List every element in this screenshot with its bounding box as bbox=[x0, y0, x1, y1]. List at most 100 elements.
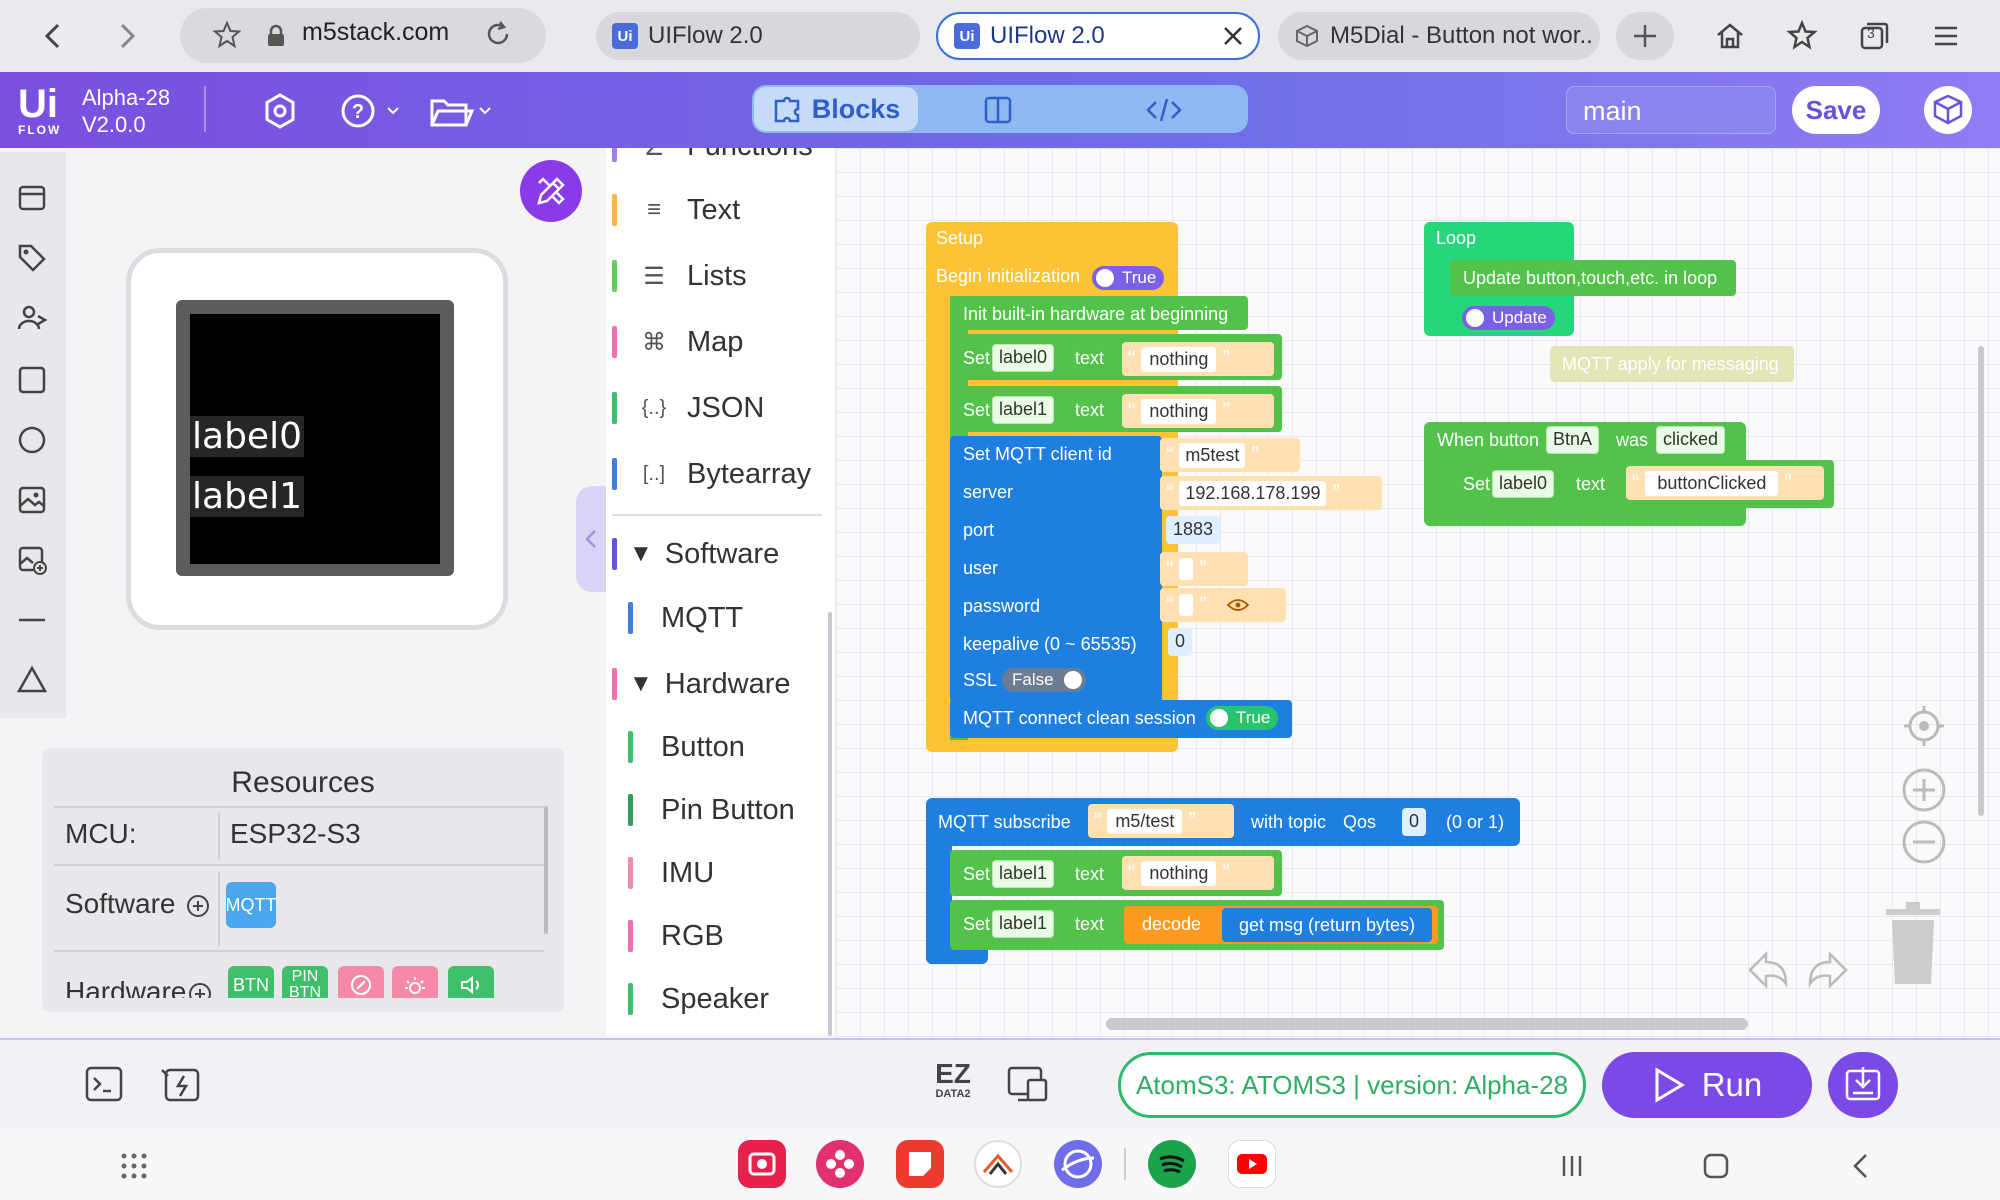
settings-icon[interactable] bbox=[256, 88, 304, 134]
category-scrollbar[interactable] bbox=[828, 612, 832, 1036]
browser-tab-1[interactable]: Ui UIFlow 2.0 bbox=[596, 12, 920, 60]
split-view-icon[interactable] bbox=[972, 90, 1024, 130]
button-clicked-string[interactable]: “buttonClicked” bbox=[1626, 466, 1824, 500]
string-value[interactable]: m5/test bbox=[1107, 808, 1183, 834]
new-tab-button[interactable] bbox=[1616, 12, 1674, 60]
blocks-view-button[interactable]: Blocks bbox=[754, 87, 918, 131]
category-pin-button[interactable]: Pin Button bbox=[628, 790, 795, 830]
ez-data-icon[interactable]: EZ DATA2 bbox=[930, 1060, 976, 1104]
empty-string-field[interactable] bbox=[1179, 594, 1194, 616]
string-value[interactable]: nothing bbox=[1141, 398, 1217, 424]
add-software-icon[interactable] bbox=[186, 894, 210, 918]
screen-label1[interactable]: label1 bbox=[190, 476, 304, 517]
screen-icon[interactable] bbox=[8, 176, 56, 220]
back-nav-icon[interactable] bbox=[1846, 1150, 1878, 1182]
spotify-app-icon[interactable] bbox=[1148, 1140, 1196, 1188]
workspace-horizontal-scrollbar[interactable] bbox=[1106, 1018, 1748, 1030]
camera-app-icon[interactable] bbox=[738, 1140, 786, 1188]
speaker-resource-chip[interactable] bbox=[448, 966, 494, 998]
recent-apps-icon[interactable] bbox=[1556, 1150, 1588, 1182]
bookmarks-icon[interactable] bbox=[1774, 8, 1830, 64]
device-status-pill[interactable]: AtomS3: ATOMS3 | version: Alpha-28 bbox=[1118, 1052, 1586, 1118]
youtube-app-icon[interactable] bbox=[1228, 1140, 1276, 1188]
category-rgb[interactable]: RGB bbox=[628, 916, 724, 956]
notes-app-icon[interactable] bbox=[896, 1140, 944, 1188]
mqtt-client-block[interactable] bbox=[950, 436, 1162, 702]
action-dropdown[interactable]: clicked bbox=[1656, 426, 1726, 454]
pin-btn-resource-chip[interactable]: PIN BTN bbox=[282, 966, 328, 998]
nothing-string-block[interactable]: “nothing” bbox=[1122, 394, 1274, 428]
category-imu[interactable]: IMU bbox=[628, 853, 714, 893]
init-hardware-block[interactable] bbox=[950, 296, 1248, 330]
help-icon[interactable]: ? bbox=[336, 88, 406, 134]
category-button[interactable]: Button bbox=[628, 727, 745, 767]
trash-icon[interactable] bbox=[1880, 900, 1946, 986]
home-icon[interactable] bbox=[1702, 8, 1758, 64]
label1-dropdown[interactable]: label1 bbox=[992, 910, 1055, 938]
rectangle-icon[interactable] bbox=[8, 358, 56, 402]
folder-icon[interactable] bbox=[428, 88, 498, 134]
string-value[interactable]: buttonClicked bbox=[1645, 470, 1779, 496]
project-name-field[interactable]: main bbox=[1566, 86, 1776, 134]
address-bar[interactable] bbox=[180, 8, 546, 63]
comment-block[interactable]: MQTT apply for messaging bbox=[1550, 346, 1794, 382]
resources-scrollbar[interactable] bbox=[544, 806, 548, 934]
rgb-resource-chip[interactable] bbox=[392, 966, 438, 998]
clean-session-toggle[interactable]: True bbox=[1206, 706, 1279, 730]
forward-icon[interactable] bbox=[98, 8, 154, 64]
ui-edit-button[interactable] bbox=[520, 160, 582, 222]
label1-dropdown[interactable]: label1 bbox=[992, 860, 1055, 888]
home-assistant-app-icon[interactable] bbox=[974, 1140, 1022, 1188]
save-button[interactable]: Save bbox=[1792, 86, 1880, 134]
category-software[interactable]: ▼ Software bbox=[612, 534, 779, 574]
user-string[interactable]: “” bbox=[1160, 552, 1248, 586]
category-json[interactable]: {..} JSON bbox=[612, 388, 764, 428]
screen-label0[interactable]: label0 bbox=[190, 416, 304, 457]
category-bytearray[interactable]: [..] Bytearray bbox=[612, 454, 811, 494]
ssl-toggle[interactable]: False bbox=[1002, 668, 1086, 692]
imu-resource-chip[interactable] bbox=[338, 966, 384, 998]
nothing-string-block[interactable]: “nothing” bbox=[1122, 856, 1274, 890]
browser-tab-2[interactable]: Ui UIFlow 2.0 bbox=[936, 12, 1260, 60]
cube-icon[interactable] bbox=[1924, 86, 1972, 134]
home-nav-icon[interactable] bbox=[1700, 1150, 1732, 1182]
string-value[interactable]: 192.168.178.199 bbox=[1179, 480, 1327, 506]
server-string[interactable]: “192.168.178.199” bbox=[1160, 476, 1382, 510]
image-plus-icon[interactable] bbox=[8, 538, 56, 582]
bookmark-star-icon[interactable] bbox=[212, 20, 242, 50]
password-string[interactable]: “” bbox=[1160, 588, 1286, 622]
category-hardware[interactable]: ▼ Hardware bbox=[612, 664, 790, 704]
gallery-app-icon[interactable] bbox=[816, 1140, 864, 1188]
update-block[interactable] bbox=[1450, 260, 1736, 296]
zoom-in-icon[interactable] bbox=[1900, 766, 1948, 814]
mqtt-resource-chip[interactable]: MQTT bbox=[226, 882, 277, 928]
recenter-icon[interactable] bbox=[1900, 702, 1948, 750]
empty-string-field[interactable] bbox=[1179, 558, 1194, 580]
user-widget-icon[interactable] bbox=[8, 296, 56, 340]
collapse-panel-handle[interactable] bbox=[576, 486, 606, 592]
zoom-out-icon[interactable] bbox=[1900, 818, 1948, 866]
device-power-icon[interactable] bbox=[158, 1064, 202, 1104]
triangle-icon[interactable] bbox=[8, 658, 56, 702]
browser-app-icon[interactable] bbox=[1054, 1140, 1102, 1188]
string-value[interactable]: nothing bbox=[1141, 346, 1217, 372]
btn-resource-chip[interactable]: BTN bbox=[228, 966, 274, 998]
back-icon[interactable] bbox=[26, 8, 82, 64]
run-button[interactable]: Run bbox=[1602, 1052, 1812, 1118]
label0-dropdown[interactable]: label0 bbox=[992, 344, 1055, 372]
label0-dropdown[interactable]: label0 bbox=[1492, 470, 1555, 498]
category-speaker[interactable]: Speaker bbox=[628, 979, 769, 1019]
reload-icon[interactable] bbox=[482, 18, 514, 50]
redo-icon[interactable] bbox=[1806, 948, 1850, 992]
device-manager-icon[interactable] bbox=[1006, 1064, 1050, 1104]
category-lists[interactable]: ☰ Lists bbox=[612, 256, 747, 296]
update-toggle[interactable]: Update bbox=[1462, 306, 1555, 330]
browser-tab-3[interactable]: M5Dial - Button not wor... bbox=[1278, 12, 1600, 60]
port-number[interactable]: 1883 bbox=[1166, 516, 1221, 544]
client-id-string[interactable]: “m5test” bbox=[1160, 438, 1300, 472]
category-text[interactable]: ≡ Text bbox=[612, 190, 740, 230]
string-value[interactable]: nothing bbox=[1141, 860, 1217, 886]
begin-init-toggle[interactable]: True bbox=[1092, 266, 1165, 290]
tabs-counter-icon[interactable]: 3 bbox=[1846, 8, 1902, 64]
code-view-icon[interactable] bbox=[1138, 90, 1190, 130]
